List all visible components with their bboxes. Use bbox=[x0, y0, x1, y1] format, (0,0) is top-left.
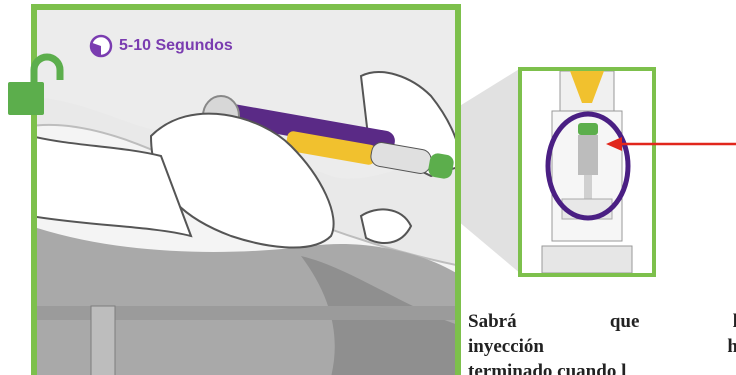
injection-complete-caption: Sabrá que l inyección h terminado cuando… bbox=[468, 309, 736, 375]
caption-word: que bbox=[610, 309, 640, 334]
caption-word: Sabrá bbox=[468, 309, 517, 334]
caption-line-3: terminado cuando l bbox=[468, 359, 736, 375]
caption-word: terminado cuando l bbox=[468, 359, 626, 375]
caption-line-1: Sabrá que l bbox=[468, 309, 736, 334]
caption-word: inyección bbox=[468, 334, 544, 359]
caption-word: h bbox=[727, 334, 736, 359]
caption-line-2: inyección h bbox=[468, 334, 736, 359]
